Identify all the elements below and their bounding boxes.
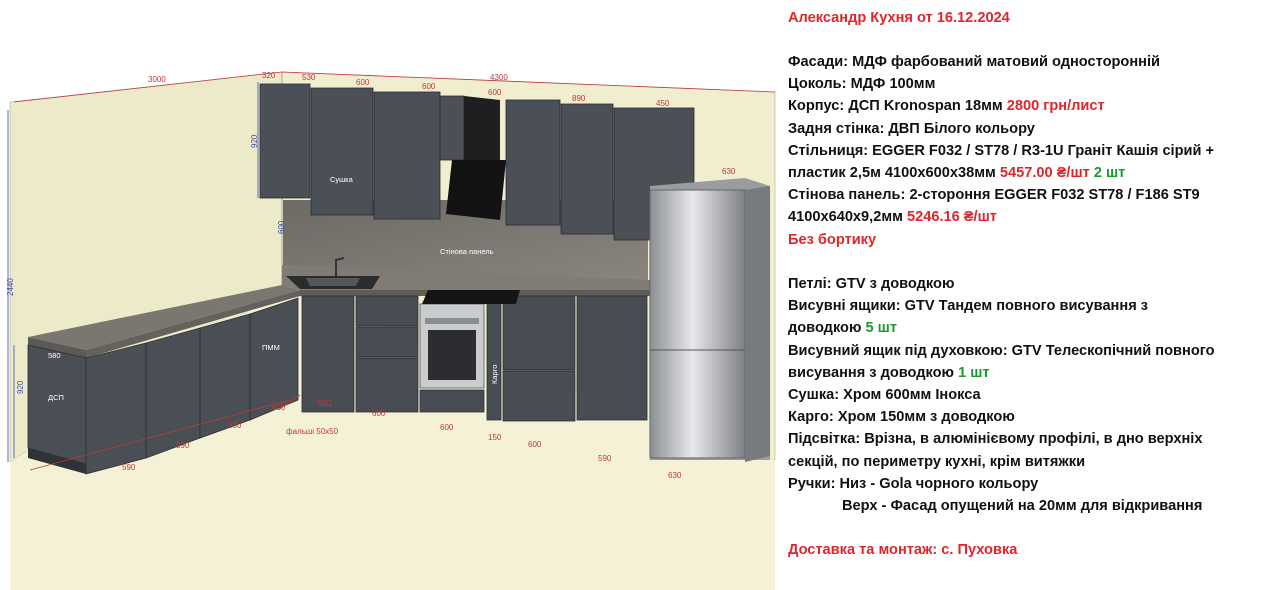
- spec-light-1: Підсвітка: Врізна, в алюмінієвому профіл…: [788, 431, 1203, 448]
- left-lower-cabinets: [27, 297, 299, 475]
- spec-drawers-2: доводкою 5 шт: [788, 320, 897, 337]
- spec-oven-drawer-1: Висувний ящик під духовкою: GTV Телескоп…: [788, 342, 1215, 359]
- spec-facades: Фасади: МДФ фарбований матовий односторо…: [788, 54, 1160, 70]
- order-title-text: Александр Кухня от 16.12.2024: [788, 10, 1010, 26]
- spec-body: Корпус: ДСП Kronospan 18мм 2800 грн/лист: [788, 98, 1105, 115]
- dim-label: 3000: [148, 75, 166, 84]
- spec-panel-2: 4100х640х9,2мм 5246.16 ₴/шт: [788, 209, 997, 226]
- dim-label: 600: [440, 423, 454, 432]
- height-total-dim: 2440: [6, 278, 15, 296]
- spec-cargo: Карго: Хром 150мм з доводкою: [788, 409, 1015, 426]
- oven-drawer-qty: 1 шт: [958, 364, 990, 381]
- spec-handles-2: Верх - Фасад опущений на 20мм для відкри…: [842, 498, 1203, 515]
- dryer-label: Сушка: [330, 175, 354, 184]
- spec-plinth: Цоколь: МДФ 100мм: [788, 76, 936, 93]
- upper-cabinets: [259, 83, 695, 241]
- dim-label: 530: [302, 73, 316, 82]
- lower-height-dim: 920: [16, 380, 25, 394]
- dim-label: 630: [722, 167, 736, 176]
- dim-label: 600: [488, 88, 502, 97]
- drawers-qty: 5 шт: [865, 320, 897, 337]
- spec-delivery: Доставка та монтаж: с. Пуховка: [788, 539, 1276, 561]
- worktop-left: [28, 285, 300, 350]
- kitchen-drawing: 3000 320 530 4300 600 600 600 890 450 63…: [6, 71, 776, 590]
- spec-panel-1: Стінова панель: 2-стороння EGGER F032 ST…: [788, 187, 1200, 204]
- worktop-price: 5457.00 ₴/шт: [999, 165, 1090, 182]
- cargo-label: Карго: [490, 365, 499, 384]
- side-panel-label: ДСП: [48, 393, 64, 402]
- wall-panel-label: Стінова панель: [440, 247, 494, 256]
- order-title: Александр Кухня от 16.12.2024: [788, 7, 1276, 29]
- spec-no-edge: Без бортику: [788, 231, 877, 248]
- dim-label: 600: [272, 403, 286, 412]
- dim-label: 590: [176, 441, 190, 450]
- hob: [422, 290, 520, 304]
- dim-label: 630: [668, 471, 682, 480]
- upper-height-dim: 920: [250, 134, 259, 148]
- side-depth-label: 580: [48, 351, 61, 360]
- dim-label: 600: [528, 440, 542, 449]
- delivery-text: Доставка та монтаж: с. Пуховка: [788, 542, 1018, 558]
- spec-block-hardware: Петлі: GTV з доводкою Висувні ящики: GTV…: [788, 273, 1276, 517]
- spec-oven-drawer-2: висування з доводкою 1 шт: [788, 364, 990, 381]
- dim-label: 150: [488, 433, 502, 442]
- dim-label: 500: [318, 399, 332, 408]
- dim-label: 590: [122, 463, 136, 472]
- fillers-label: фальші 50х50: [286, 427, 339, 436]
- back-lower-cabinets: [301, 295, 648, 422]
- dim-label: 590: [228, 421, 242, 430]
- body-price: 2800 грн/лист: [1006, 98, 1105, 115]
- dim-label: 4300: [490, 73, 508, 82]
- worktop-qty: 2 шт: [1089, 165, 1126, 182]
- spec-handles-1: Ручки: Низ - Gola чорного кольору: [788, 475, 1039, 492]
- fridge: [649, 178, 770, 462]
- splash-height-dim: 600: [277, 220, 286, 234]
- spec-light-2: секцій, по периметру кухні, крім витяжки: [788, 453, 1086, 470]
- spec-back: Задня стінка: ДВП Білого кольору: [788, 120, 1035, 137]
- spec-dryer: Сушка: Хром 600мм Інокса: [788, 387, 981, 404]
- dim-label: 600: [356, 78, 370, 87]
- dim-label: 450: [656, 99, 670, 108]
- spec-worktop-1: Стільниця: EGGER F032 / ST78 / R3-1U Гра…: [788, 142, 1215, 159]
- dim-label: 320: [262, 71, 276, 80]
- spec-block-materials: Фасади: МДФ фарбований матовий односторо…: [788, 51, 1276, 251]
- range-hood: [446, 96, 506, 220]
- spec-hinges: Петлі: GTV з доводкою: [788, 276, 955, 292]
- dim-label: 890: [572, 94, 586, 103]
- spec-worktop-2: пластик 2,5м 4100х600х38мм 5457.00 ₴/шт …: [788, 165, 1126, 182]
- dishwasher-label: ПММ: [262, 343, 280, 352]
- spec-drawers-1: Висувні ящики: GTV Тандем повного висува…: [788, 298, 1149, 315]
- dim-label: 600: [372, 409, 386, 418]
- dim-label: 590: [598, 454, 612, 463]
- panel-price: 5246.16 ₴/шт: [906, 209, 997, 226]
- dim-label: 600: [422, 82, 436, 91]
